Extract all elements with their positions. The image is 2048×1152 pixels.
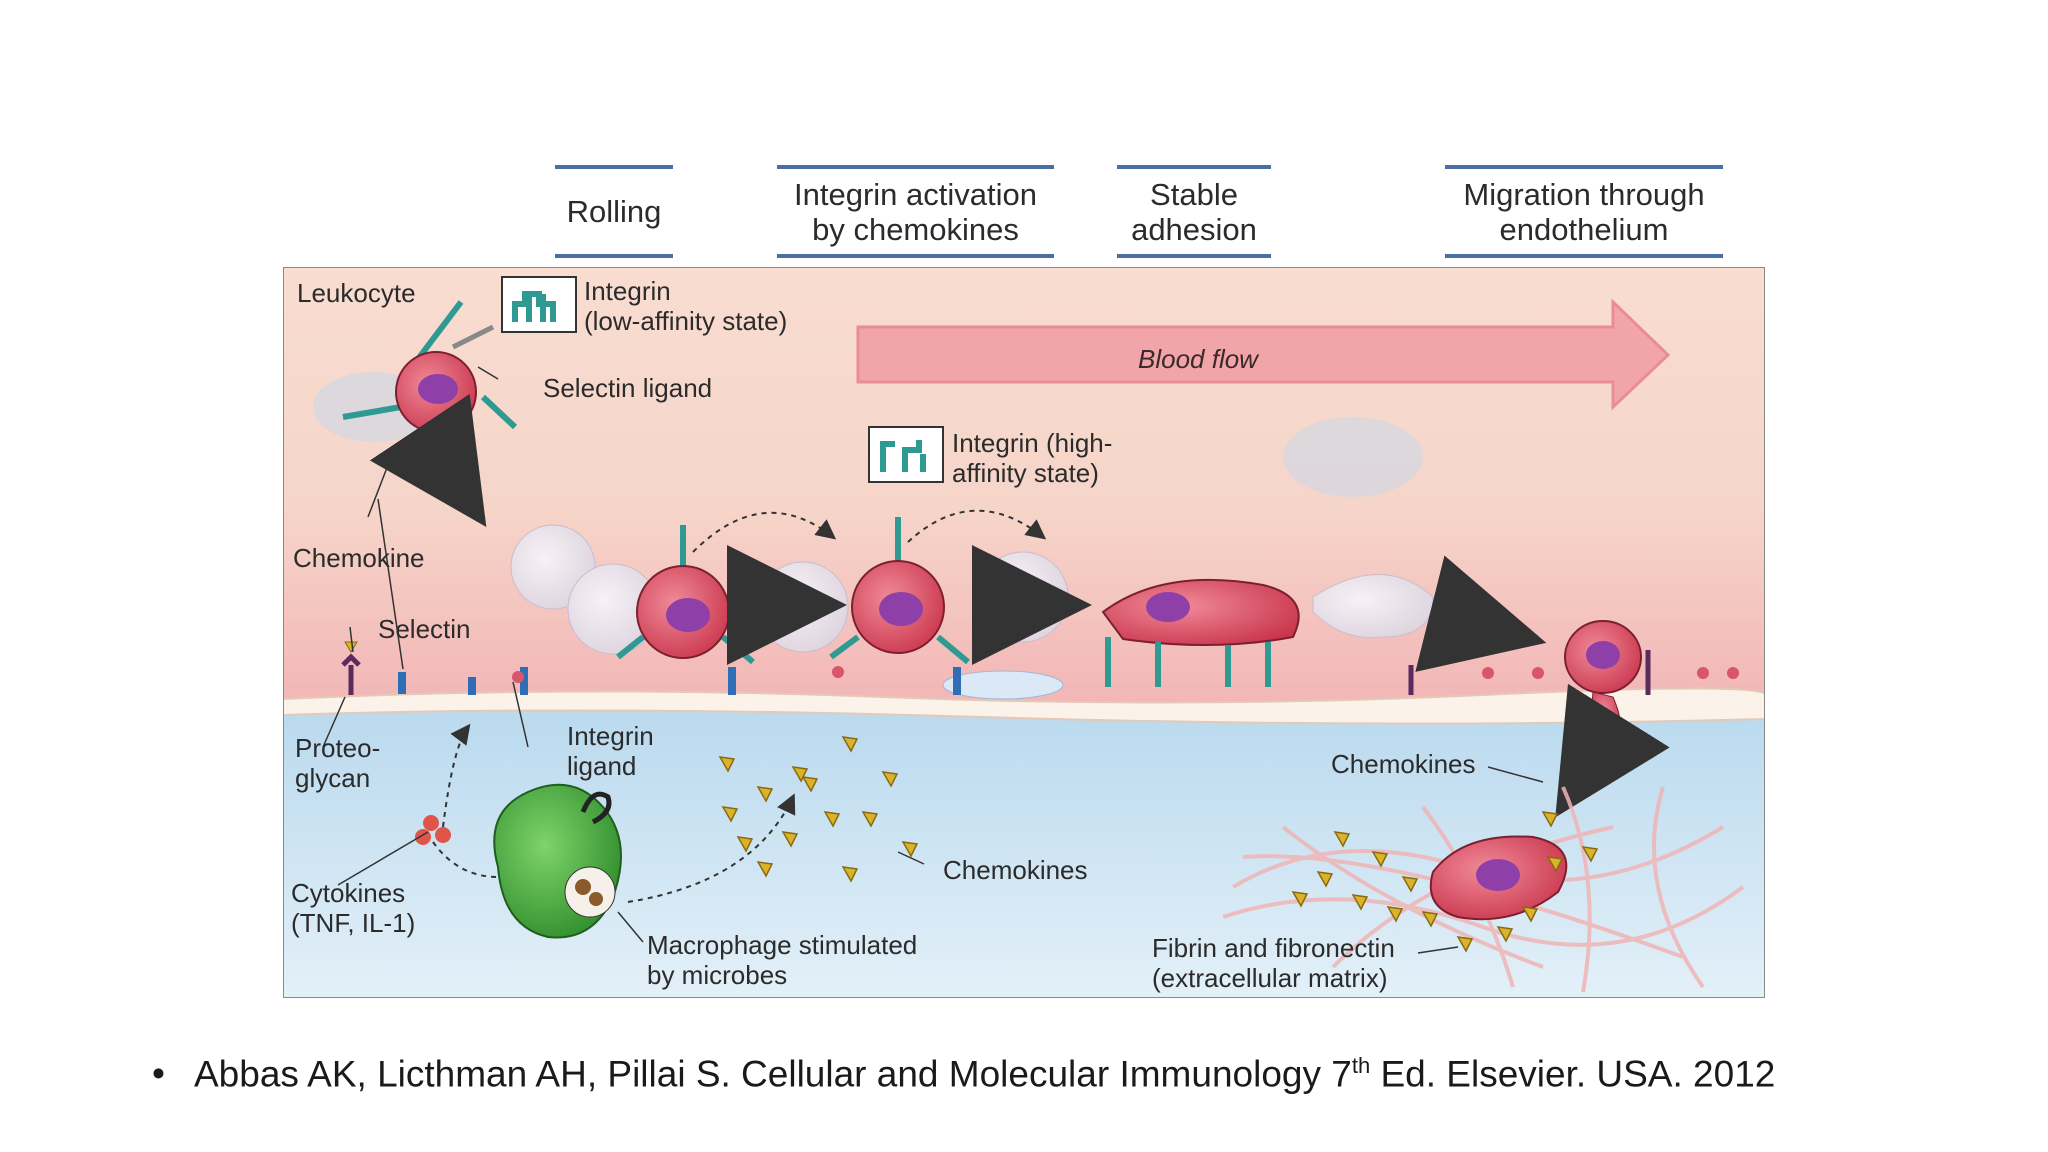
label-chemokines-tissue: Chemokines (1331, 749, 1476, 779)
label-blood-flow: Blood flow (1138, 344, 1258, 374)
stage-header-integrin-activation: Integrin activation by chemokines (777, 165, 1054, 258)
citation-superscript: th (1351, 1053, 1371, 1078)
leukocyte-integrin-activated (829, 517, 970, 665)
blood-flow-arrow (856, 298, 1671, 411)
leader-lines (322, 366, 1544, 954)
endothelium-layer (283, 687, 1765, 725)
chemokine-molecules (718, 736, 919, 883)
citation-text: Abbas AK, Licthman AH, Pillai S. Cellula… (194, 1053, 1352, 1095)
chemokine-molecules-tissue (1291, 811, 1599, 953)
label-selectin: Selectin (378, 614, 471, 644)
leukocyte-extravasation-diagram (283, 267, 1765, 998)
leukocyte-stable-adhesion (1101, 578, 1300, 687)
citation-text-rest: Ed. Elsevier. USA. 2012 (1370, 1053, 1776, 1095)
label-integrin-low-affinity: Integrin (low-affinity state) (584, 276, 788, 336)
leukocyte-in-tissue (1429, 835, 1568, 921)
rolling-cell-ghost (977, 551, 1069, 643)
stage-label: Integrin activation by chemokines (794, 176, 1037, 247)
label-cytokines: Cytokines (TNF, IL-1) (291, 878, 416, 938)
label-selectin-ligand: Selectin ligand (543, 373, 713, 403)
stage-header-rolling: Rolling (555, 165, 673, 258)
macrophage (493, 783, 622, 939)
label-integrin-high-affinity: Integrin (high- affinity state) (952, 428, 1113, 488)
label-chemokines-macrophage: Chemokines (943, 855, 1088, 885)
stage-label: Stable adhesion (1131, 176, 1257, 247)
stage-label: Rolling (566, 194, 662, 229)
label-leukocyte: Leukocyte (297, 278, 416, 308)
label-chemokine: Chemokine (293, 543, 425, 573)
bullet: • (152, 1053, 165, 1095)
endothelial-molecules (341, 641, 1739, 695)
label-integrin-ligand: Integrin ligand (567, 721, 654, 781)
stage-header-stable-adhesion: Stable adhesion (1117, 165, 1271, 258)
stage-header-migration: Migration through endothelium (1445, 165, 1723, 258)
label-macrophage: Macrophage stimulated by microbes (647, 930, 918, 990)
label-proteoglycan: Proteo- glycan (295, 733, 381, 793)
citation: • Abbas AK, Licthman AH, Pillai S. Cellul… (152, 1053, 1775, 1095)
stage-label: Migration through endothelium (1463, 176, 1705, 247)
label-fibrin-fibronectin: Fibrin and fibronectin (extracellular ma… (1152, 933, 1395, 993)
cytokine-molecules (415, 815, 451, 845)
